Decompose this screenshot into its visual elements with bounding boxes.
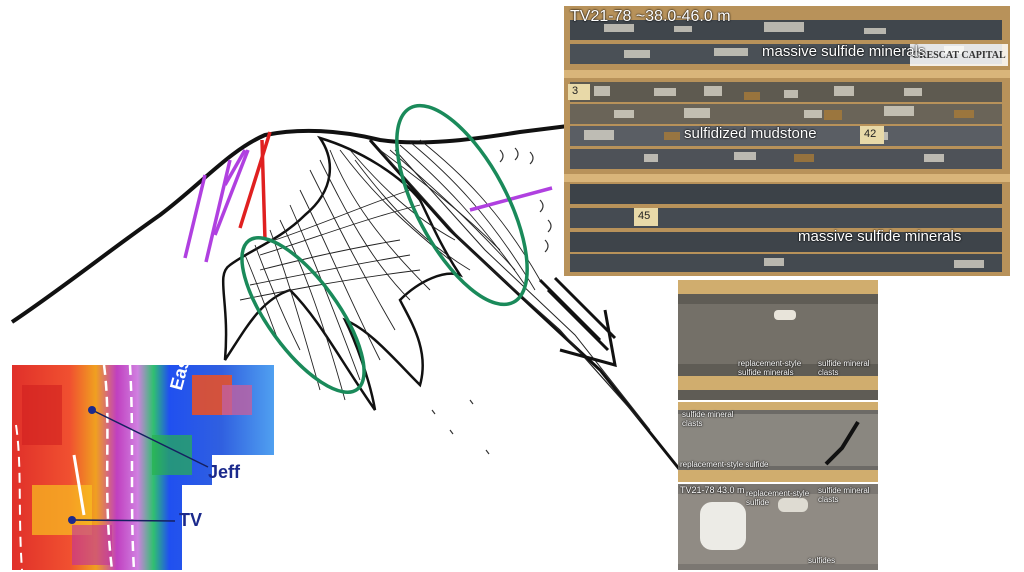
green-ellipses <box>240 103 529 394</box>
box-tag-3: 45 <box>638 210 651 222</box>
map-raster <box>12 365 274 570</box>
downslope-arrow <box>538 276 617 368</box>
core-panel-3: TV21-78 43.0 m replacement-style sulfide… <box>678 484 878 570</box>
crescat-logo-text: CRESCAT CAPITAL <box>912 50 1006 61</box>
label-massive-sulfide-2: massive sulfide minerals <box>798 228 962 245</box>
fault-line <box>368 139 682 471</box>
panel1-label-replacement: replacement-style sulfide minerals <box>738 359 802 377</box>
hill-outline <box>10 124 569 324</box>
map-inset: Jeff TV East <box>12 350 274 570</box>
box-tag-2: 42 <box>864 128 877 140</box>
vein-hatching <box>239 139 541 401</box>
box-tag-1: 3 <box>572 85 579 97</box>
label-sulfidized-mudstone: sulfidized mudstone <box>684 125 817 142</box>
core-panel-2: sulfide mineral clasts replacement-style… <box>678 402 878 482</box>
panel3-label-clasts: sulfide mineral clasts <box>818 486 870 504</box>
core-box-photo-top: TV21-78 ~38.0-46.0 m CRESCAT CAPITAL 3 4… <box>564 6 1010 276</box>
core-panel-1: replacement-style sulfide minerals sulfi… <box>678 280 878 400</box>
panel1-label-clasts: sulfide mineral clasts <box>818 359 870 377</box>
dash-marks <box>431 147 552 455</box>
label-massive-sulfide-1: massive sulfide minerals <box>762 43 926 60</box>
panel2-label-clasts: sulfide mineral clasts <box>682 410 734 428</box>
panel3-label-replacement: replacement-style sulfide <box>746 489 810 507</box>
panel3-title: TV21-78 43.0 m <box>680 485 745 495</box>
core-box-title: TV21-78 ~38.0-46.0 m <box>570 8 731 25</box>
map-label-tv: TV <box>179 510 203 530</box>
core-rows <box>564 6 1010 276</box>
panel3-label-sulfides: sulfides <box>808 556 836 565</box>
panel2-label-replacement: replacement-style sulfide <box>680 460 769 469</box>
crescat-logo <box>910 44 1008 66</box>
red-drill-traces <box>238 131 272 241</box>
ore-body-outline <box>221 135 464 411</box>
map-label-jeff: Jeff <box>208 462 241 482</box>
